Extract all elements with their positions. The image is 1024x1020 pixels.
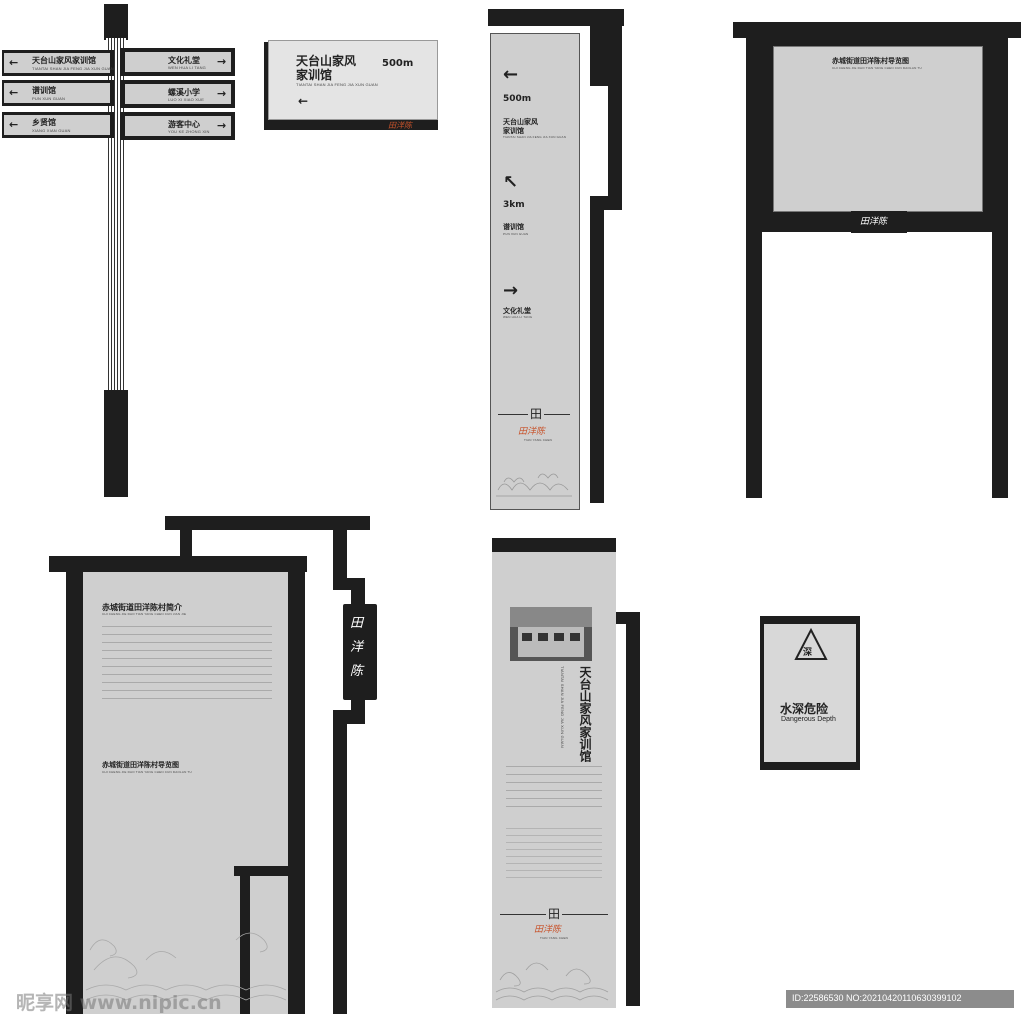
- wall-sign-distance: 500m: [382, 58, 414, 69]
- blade-pinyin: XIANG XIAN GUAN: [32, 128, 71, 133]
- distance-label: 500m: [503, 94, 532, 104]
- arrow-right-icon: →: [217, 87, 227, 100]
- arrow-left-icon: ←: [298, 94, 309, 108]
- blade-label: 游客中心: [168, 120, 200, 129]
- danger-title-en: Dangerous Depth: [781, 716, 836, 723]
- destination-label-2: 家训馆: [503, 127, 524, 135]
- blade-label: 天台山家风家训馆: [32, 56, 96, 65]
- blade-pinyin: WEN HUA LI TANG: [168, 65, 206, 70]
- blade-left-3: ← 乡贤馆 XIANG XIAN GUAN: [2, 112, 114, 138]
- destination-pinyin: WEN HUA LI TANG: [503, 315, 533, 319]
- intro-title-pinyin: CHI CHENG JIE DAO TIAN YANG CHEN CUN JIA…: [102, 612, 187, 616]
- panel-body-text-zh: [506, 762, 602, 810]
- wave-pattern-icon: [495, 962, 609, 1001]
- wall-sign-logo: 田洋陈: [388, 121, 412, 130]
- blade-label: 谱训馆: [32, 86, 56, 95]
- panel-title: 天台山家风家训馆: [578, 666, 592, 762]
- wall-sign-title: 天台山家风: [296, 54, 357, 68]
- wall-sign-pinyin: TIANTAI SHAN JIA FENG JIA XUN GUAN: [296, 82, 378, 87]
- panel-body-text-en: [506, 824, 602, 878]
- emblem-icon: 田: [528, 405, 545, 422]
- blade-right-3: 游客中心 YOU KE ZHONG XIN →: [120, 112, 235, 140]
- blade-pinyin: PUN XUN GUAN: [32, 96, 66, 101]
- deep-water-icon: 深: [803, 648, 813, 658]
- wall-sign-title-2: 家训馆: [296, 68, 333, 82]
- blade-left-2: ← 谱训馆 PUN XUN GUAN: [2, 80, 114, 106]
- blade-right-1: 文化礼堂 WEN HUA LI TANG →: [120, 48, 235, 76]
- warning-triangle-icon: [794, 627, 828, 660]
- destination-label: 文化礼堂: [503, 307, 531, 315]
- board-logo: 田洋陈: [860, 217, 888, 227]
- arrow-left-icon: ←: [9, 56, 19, 69]
- brand-logo: 田洋陈: [518, 427, 546, 437]
- destination-pinyin: TIANTAI SHAN JIA FENG JIA XUN GUAN: [503, 135, 567, 139]
- map-title: 赤城街道田洋陈村导览图: [102, 761, 179, 769]
- watermark-id: ID:22586530 NO:20210420110630399102: [792, 993, 962, 1003]
- map-title-pinyin: CHI CHENG JIE DAO TIAN YANG CHEN CUN DAO…: [102, 770, 192, 774]
- panel-title-pinyin: TIANTAI SHAN JIA FENG JIA XUN GUAN: [560, 666, 565, 748]
- arrow-right-icon: →: [217, 119, 227, 132]
- board-pinyin: CHI CHENG JIE DAO TIAN YANG CHEN CUN DAO…: [832, 66, 922, 70]
- side-logo-sign: 田洋陈: [350, 616, 364, 679]
- blade-label: 文化礼堂: [168, 56, 200, 65]
- arrow-right-icon: →: [503, 280, 519, 301]
- building-photo: [510, 607, 592, 661]
- destination-pinyin: PUN XUN GUAN: [503, 232, 529, 236]
- blade-left-1: ← 天台山家风家训馆 TIANTAI SHAN JIA FENG JIA XUN…: [2, 50, 114, 76]
- arrow-up-left-icon: ↖: [503, 172, 519, 193]
- brand-logo-pinyin: TIAN YANG CHEN: [540, 936, 569, 940]
- signpost-top-cap: [104, 4, 128, 40]
- brand-logo: 田洋陈: [534, 925, 562, 935]
- brand-logo-pinyin: TIAN YANG CHEN: [524, 438, 553, 442]
- blade-pinyin: LUO XI XIAO XUE: [168, 97, 205, 102]
- signpost-base: [104, 390, 128, 497]
- watermark-site: 昵享网 www.nipic.cn: [16, 992, 222, 1014]
- destination-label: 谱训馆: [503, 223, 524, 231]
- blade-pinyin: TIANTAI SHAN JIA FENG JIA XUN GUAN: [32, 66, 114, 71]
- wave-pattern-icon: [85, 932, 287, 1001]
- arrow-left-icon: ←: [503, 64, 519, 85]
- intro-body-text: [102, 622, 272, 706]
- blade-label: 螺溪小学: [168, 88, 200, 97]
- arrow-left-icon: ←: [9, 118, 19, 131]
- cloud-pattern-icon: [496, 473, 572, 497]
- distance-label: 3km: [503, 200, 525, 210]
- board-title: 赤城街道田洋陈村导览图: [832, 57, 909, 65]
- destination-label: 天台山家风: [503, 118, 538, 126]
- danger-title: 水深危险: [780, 702, 829, 716]
- intro-title: 赤城街道田洋陈村简介: [102, 603, 182, 612]
- arrow-left-icon: ←: [9, 86, 19, 99]
- arrow-right-icon: →: [217, 55, 227, 68]
- emblem-icon: 田: [546, 905, 563, 922]
- blade-right-2: 螺溪小学 LUO XI XIAO XUE →: [120, 80, 235, 108]
- blade-pinyin: YOU KE ZHONG XIN: [168, 129, 210, 134]
- blade-label: 乡贤馆: [32, 118, 56, 127]
